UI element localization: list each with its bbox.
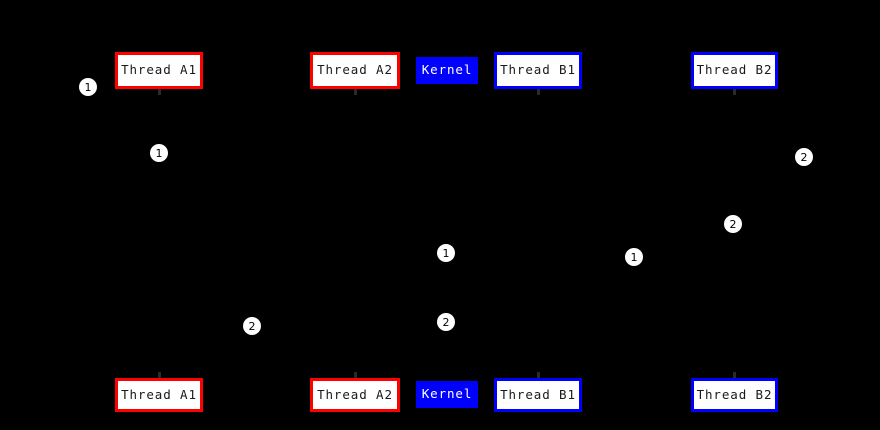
lifeline-header-top-thread-a1[interactable]: Thread A1 — [115, 52, 203, 89]
lifeline-stub — [158, 372, 161, 378]
lifeline-header-bottom-thread-a1[interactable]: Thread A1 — [115, 378, 203, 412]
step-badge-2[interactable]: 2 — [243, 317, 261, 335]
lifeline-label: Thread A1 — [121, 62, 197, 78]
lifeline-stub — [733, 372, 736, 378]
lifeline-stub — [158, 89, 161, 95]
step-badge-1[interactable]: 1 — [437, 244, 455, 262]
step-badge-1[interactable]: 1 — [625, 248, 643, 266]
lifeline-label: Thread B1 — [500, 62, 576, 78]
lifeline-label: Thread A2 — [317, 62, 393, 78]
lifeline-header-bottom-thread-a2[interactable]: Thread A2 — [310, 378, 400, 412]
lifeline-label: Kernel — [421, 62, 473, 78]
lifeline-label: Kernel — [421, 386, 473, 402]
lifeline-header-bottom-thread-b2[interactable]: Thread B2 — [691, 378, 778, 412]
lifeline-header-top-thread-a2[interactable]: Thread A2 — [310, 52, 400, 89]
lifeline-stub — [537, 372, 540, 378]
lifeline-header-top-kernel[interactable]: Kernel — [416, 57, 478, 84]
step-badge-2[interactable]: 2 — [437, 313, 455, 331]
step-badge-2[interactable]: 2 — [724, 215, 742, 233]
lifeline-stub — [354, 372, 357, 378]
lifeline-header-top-thread-b2[interactable]: Thread B2 — [691, 52, 778, 89]
lifeline-label: Thread B2 — [696, 386, 773, 402]
lifeline-label: Thread B1 — [500, 386, 576, 402]
lifeline-label: Thread A1 — [121, 386, 197, 402]
lifeline-header-bottom-thread-b1[interactable]: Thread B1 — [494, 378, 582, 412]
step-badge-2[interactable]: 2 — [795, 148, 813, 166]
lifeline-stub — [354, 89, 357, 95]
lifeline-header-top-thread-b1[interactable]: Thread B1 — [494, 52, 582, 89]
lifeline-stub — [537, 89, 540, 95]
lifeline-stub — [733, 89, 736, 95]
lifeline-label: Thread B2 — [696, 62, 773, 78]
lifeline-header-bottom-kernel[interactable]: Kernel — [416, 381, 478, 408]
step-badge-1[interactable]: 1 — [79, 78, 97, 96]
step-badge-1[interactable]: 1 — [150, 144, 168, 162]
lifeline-label: Thread A2 — [317, 386, 393, 402]
